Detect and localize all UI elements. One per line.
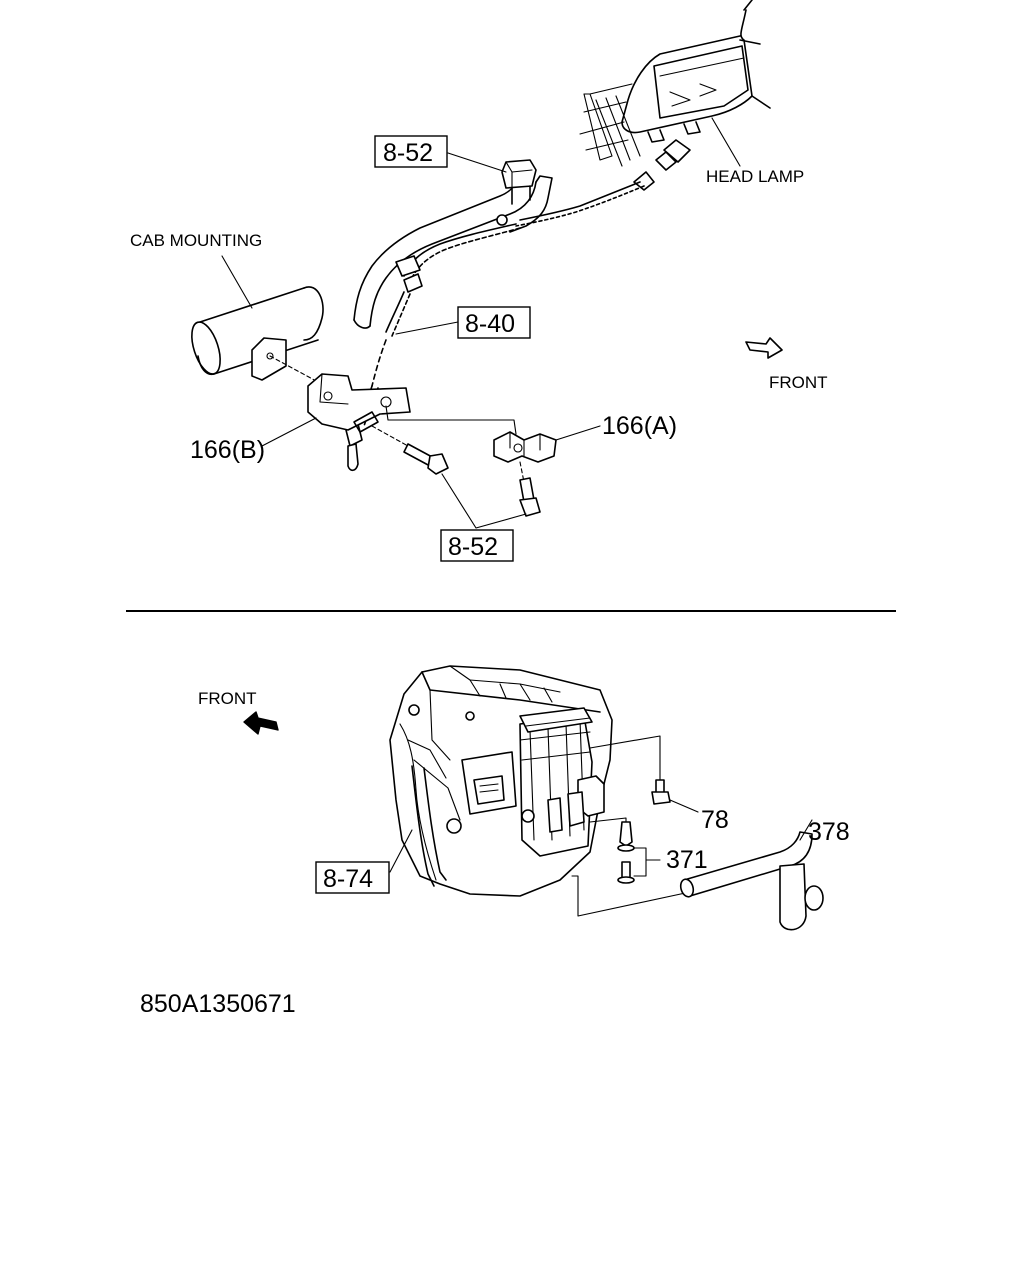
part-166a-clamp — [385, 405, 601, 463]
heater-unit — [389, 665, 613, 897]
head-lamp-illustration — [579, 0, 771, 191]
part-166a-label: 166(A) — [602, 412, 677, 440]
hose-378 — [679, 819, 824, 931]
ref-8-52-top: 8-52 — [383, 139, 433, 167]
ref-8-52-bottom: 8-52 — [448, 533, 498, 561]
harness-bracket — [353, 159, 553, 329]
part-371-label: 371 — [666, 846, 708, 874]
front-arrow-top — [745, 337, 783, 359]
ref-8-74: 8-74 — [323, 865, 373, 893]
part-166b-label: 166(B) — [190, 436, 265, 464]
ref-box-8-40 — [457, 306, 531, 339]
head-lamp-harness — [403, 181, 645, 283]
ref-box-8-74 — [315, 861, 390, 894]
clips-371 — [617, 821, 661, 884]
bottom-diagram: FRONT 78 378 371 8-74 — [198, 665, 850, 931]
ref-8-40: 8-40 — [465, 310, 515, 338]
part-378-label: 378 — [808, 818, 850, 846]
top-diagram: 8-52 HEAD LAMP CAB MOUNTING 8-40 FRONT 1… — [130, 0, 828, 562]
cab-mounting-label: CAB MOUNTING — [130, 231, 262, 250]
ref-box-8-52-bottom — [440, 529, 514, 562]
front-label-top: FRONT — [769, 373, 828, 392]
head-lamp-label: HEAD LAMP — [706, 167, 804, 186]
screw-78 — [651, 779, 699, 813]
part-78-label: 78 — [701, 806, 729, 834]
front-label-bottom: FRONT — [198, 689, 257, 708]
bolts-8-52 — [371, 425, 541, 529]
part-166b-bracket — [261, 373, 411, 447]
clip-harness — [345, 255, 423, 472]
figure-code: 850A1350671 — [140, 990, 296, 1018]
ref-box-8-52-top — [374, 135, 448, 168]
front-arrow-bottom — [243, 711, 279, 735]
cab-mounting-tube — [191, 255, 324, 383]
